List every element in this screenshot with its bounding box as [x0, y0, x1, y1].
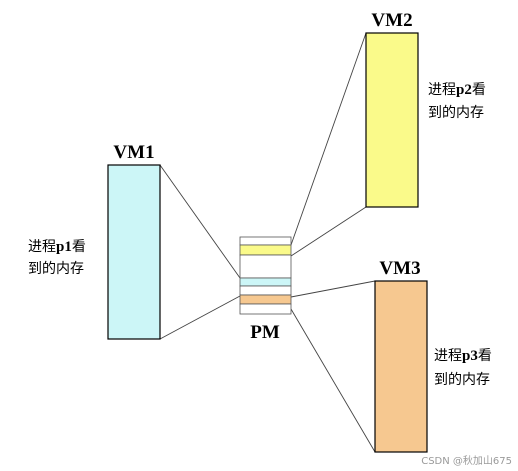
vm1-caption-pre: 进程: [28, 239, 56, 255]
vm3-caption: 进程p3看: [434, 348, 492, 364]
vm3-caption-line2: 到的内存: [434, 372, 490, 388]
pm-slot: [239, 277, 292, 287]
vm3-label: VM3: [379, 258, 420, 279]
watermark: CSDN @秋加山675: [421, 454, 512, 467]
pm-slot: [239, 244, 292, 256]
vm1-block: [107, 164, 161, 340]
vm2-caption-process: p2: [456, 82, 472, 98]
vm2-map-line-top: [290, 32, 367, 246]
vm2-label: VM2: [371, 10, 412, 31]
pm-label: PM: [250, 322, 280, 343]
vm2-block: [365, 32, 419, 208]
pm-slot: [239, 294, 292, 305]
pm-slot: [239, 285, 292, 296]
vm1-caption: 进程p1看: [28, 239, 86, 255]
vm1-label: VM1: [113, 142, 154, 163]
vm1-caption-process: p1: [56, 239, 72, 255]
vm3-caption-post: 看: [478, 348, 492, 364]
vm3-map-line-bottom: [290, 308, 376, 453]
vm2-caption: 进程p2看: [428, 82, 486, 98]
vm3-block: [374, 280, 428, 453]
pm-block: [239, 236, 292, 315]
vm3-map-line-top: [290, 280, 376, 298]
vm2-caption-line2: 到的内存: [428, 105, 484, 121]
vm2-caption-post: 看: [472, 82, 486, 98]
pm-slot: [239, 303, 292, 315]
vm1-caption-line2: 到的内存: [28, 261, 84, 277]
vm3-caption-process: p3: [462, 348, 478, 364]
vm1-map-line-bottom: [159, 295, 241, 340]
pm-slot: [239, 236, 292, 246]
vm2-caption-pre: 进程: [428, 82, 456, 98]
vm1-caption-post: 看: [72, 239, 86, 255]
vm2-map-line-bottom: [290, 206, 367, 257]
vm1-map-line-top: [159, 164, 241, 279]
vm3-caption-pre: 进程: [434, 348, 462, 364]
pm-slot: [239, 254, 292, 279]
